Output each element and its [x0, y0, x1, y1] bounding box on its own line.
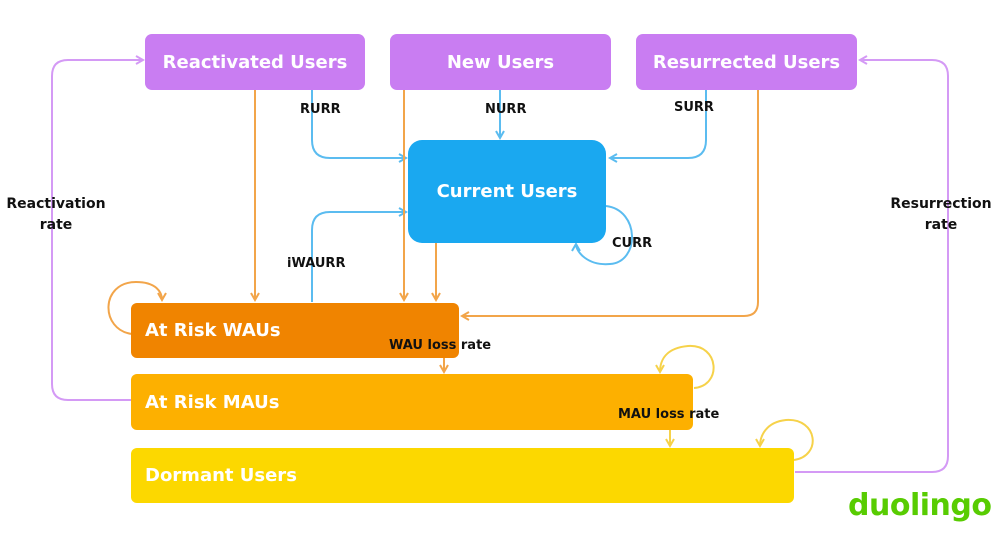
reactivation-arrow — [51, 60, 143, 401]
resurrected-users-label: Resurrected Users — [652, 51, 841, 73]
surr-label: SURR — [674, 100, 714, 115]
resurrected-to-wau-arrow — [462, 90, 759, 316]
duolingo-logo: duolingo — [848, 488, 992, 523]
reactivated-users-label: Reactivated Users — [162, 51, 348, 73]
resurrected-users-node: Resurrected Users — [636, 34, 857, 90]
rurr-label: RURR — [300, 102, 341, 117]
dormant-self-loop-arrow — [760, 418, 814, 461]
at-risk-maus-label: At Risk MAUs — [145, 391, 280, 413]
iwaurr-label: iWAURR — [287, 256, 346, 271]
new-users-label: New Users — [446, 51, 555, 73]
curr-label: CURR — [612, 236, 653, 251]
rurr-arrow — [311, 90, 406, 158]
mau-loss-rate-label: MAU loss rate — [618, 407, 720, 422]
nurr-label: NURR — [485, 102, 527, 117]
resurrection-rate-label: Resurrection rate — [890, 196, 992, 233]
wau-loss-rate-label: WAU loss rate — [389, 338, 492, 353]
current-users-label: Current Users — [436, 181, 578, 202]
reactivated-users-node: Reactivated Users — [145, 34, 365, 90]
surr-arrow — [610, 90, 707, 158]
wau-self-loop-arrow — [107, 280, 162, 335]
at-risk-waus-node: At Risk WAUs — [131, 303, 459, 358]
mau-self-loop-arrow — [660, 344, 715, 389]
at-risk-maus-node: At Risk MAUs — [131, 374, 693, 430]
dormant-users-label: Dormant Users — [145, 465, 297, 486]
current-users-node: Current Users — [408, 140, 606, 243]
reactivation-rate-label: Reactivation rate — [6, 196, 106, 233]
curr-arrow — [576, 205, 633, 266]
dormant-users-node: Dormant Users — [131, 448, 794, 503]
at-risk-waus-label: At Risk WAUs — [145, 320, 281, 341]
iwaurr-arrow — [311, 212, 406, 302]
resurrection-arrow — [795, 60, 949, 473]
new-users-node: New Users — [390, 34, 611, 90]
